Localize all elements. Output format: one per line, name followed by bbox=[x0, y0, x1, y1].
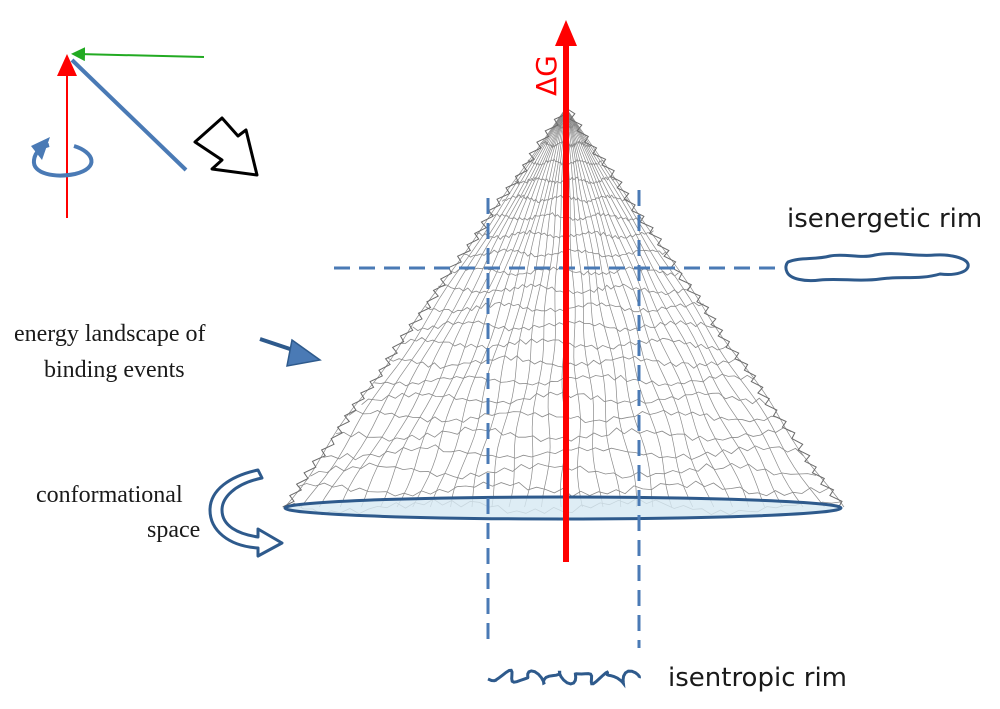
conformational-space-label-line2: space bbox=[147, 517, 200, 543]
mesh-meridian bbox=[541, 107, 567, 508]
mesh-meridian bbox=[491, 107, 567, 508]
delta-g-label: ΔG bbox=[530, 55, 563, 96]
mesh-meridian bbox=[524, 107, 567, 508]
isentropic-rim-label: isentropic rim bbox=[668, 663, 847, 693]
mesh-meridian bbox=[565, 107, 638, 508]
mesh-meridian bbox=[565, 107, 750, 508]
mesh-meridian bbox=[565, 107, 604, 508]
mesh-meridian bbox=[380, 107, 567, 508]
dashed-guides bbox=[334, 190, 783, 648]
mesh-meridian bbox=[450, 107, 567, 508]
mesh-meridian bbox=[318, 107, 567, 508]
energy-landscape-label-line2: binding events bbox=[44, 357, 185, 383]
mesh-meridian bbox=[565, 107, 715, 508]
rotation-arrow-head bbox=[31, 137, 50, 160]
mesh-meridian bbox=[565, 107, 654, 508]
mesh-meridian bbox=[565, 107, 622, 508]
mesh-meridian bbox=[565, 107, 733, 508]
mesh-meridian bbox=[508, 107, 567, 508]
isenergetic-rim-label: isenergetic rim bbox=[787, 204, 982, 234]
isentropic-rim-shape bbox=[487, 668, 641, 689]
mesh-meridian bbox=[339, 107, 567, 508]
mesh-meridian bbox=[396, 107, 567, 508]
conformational-space-label-line1: conformational bbox=[36, 482, 183, 508]
energy-landscape-label-line1: energy landscape of bbox=[14, 321, 205, 347]
mesh-meridian bbox=[565, 107, 783, 508]
direction-arrow-icon bbox=[193, 116, 259, 177]
mesh-meridian bbox=[429, 107, 567, 508]
energy-landscape-label: energy landscape of binding events bbox=[14, 321, 211, 383]
mesh-edge-right bbox=[565, 107, 843, 508]
conformational-space-label: conformational space bbox=[36, 482, 200, 543]
orientation-glyph bbox=[31, 47, 259, 218]
delta-g-arrow-head bbox=[555, 20, 577, 46]
mesh-meridian bbox=[565, 107, 825, 508]
curved-arrow-icon bbox=[208, 468, 284, 558]
mesh-meridian bbox=[471, 107, 567, 508]
mesh-meridian bbox=[361, 107, 567, 508]
mesh-meridian bbox=[565, 107, 673, 508]
mesh-meridian bbox=[565, 107, 804, 508]
mesh-meridian bbox=[565, 107, 694, 508]
pointer-arrow-icon bbox=[286, 338, 322, 367]
isenergetic-rim-shape bbox=[784, 252, 970, 283]
green-axis bbox=[71, 47, 205, 62]
mesh-meridian bbox=[565, 107, 765, 508]
mesh-meridian bbox=[300, 107, 567, 508]
blue-axis bbox=[70, 58, 188, 172]
mesh-edge-left bbox=[282, 107, 568, 508]
red-axis-head bbox=[57, 54, 77, 76]
